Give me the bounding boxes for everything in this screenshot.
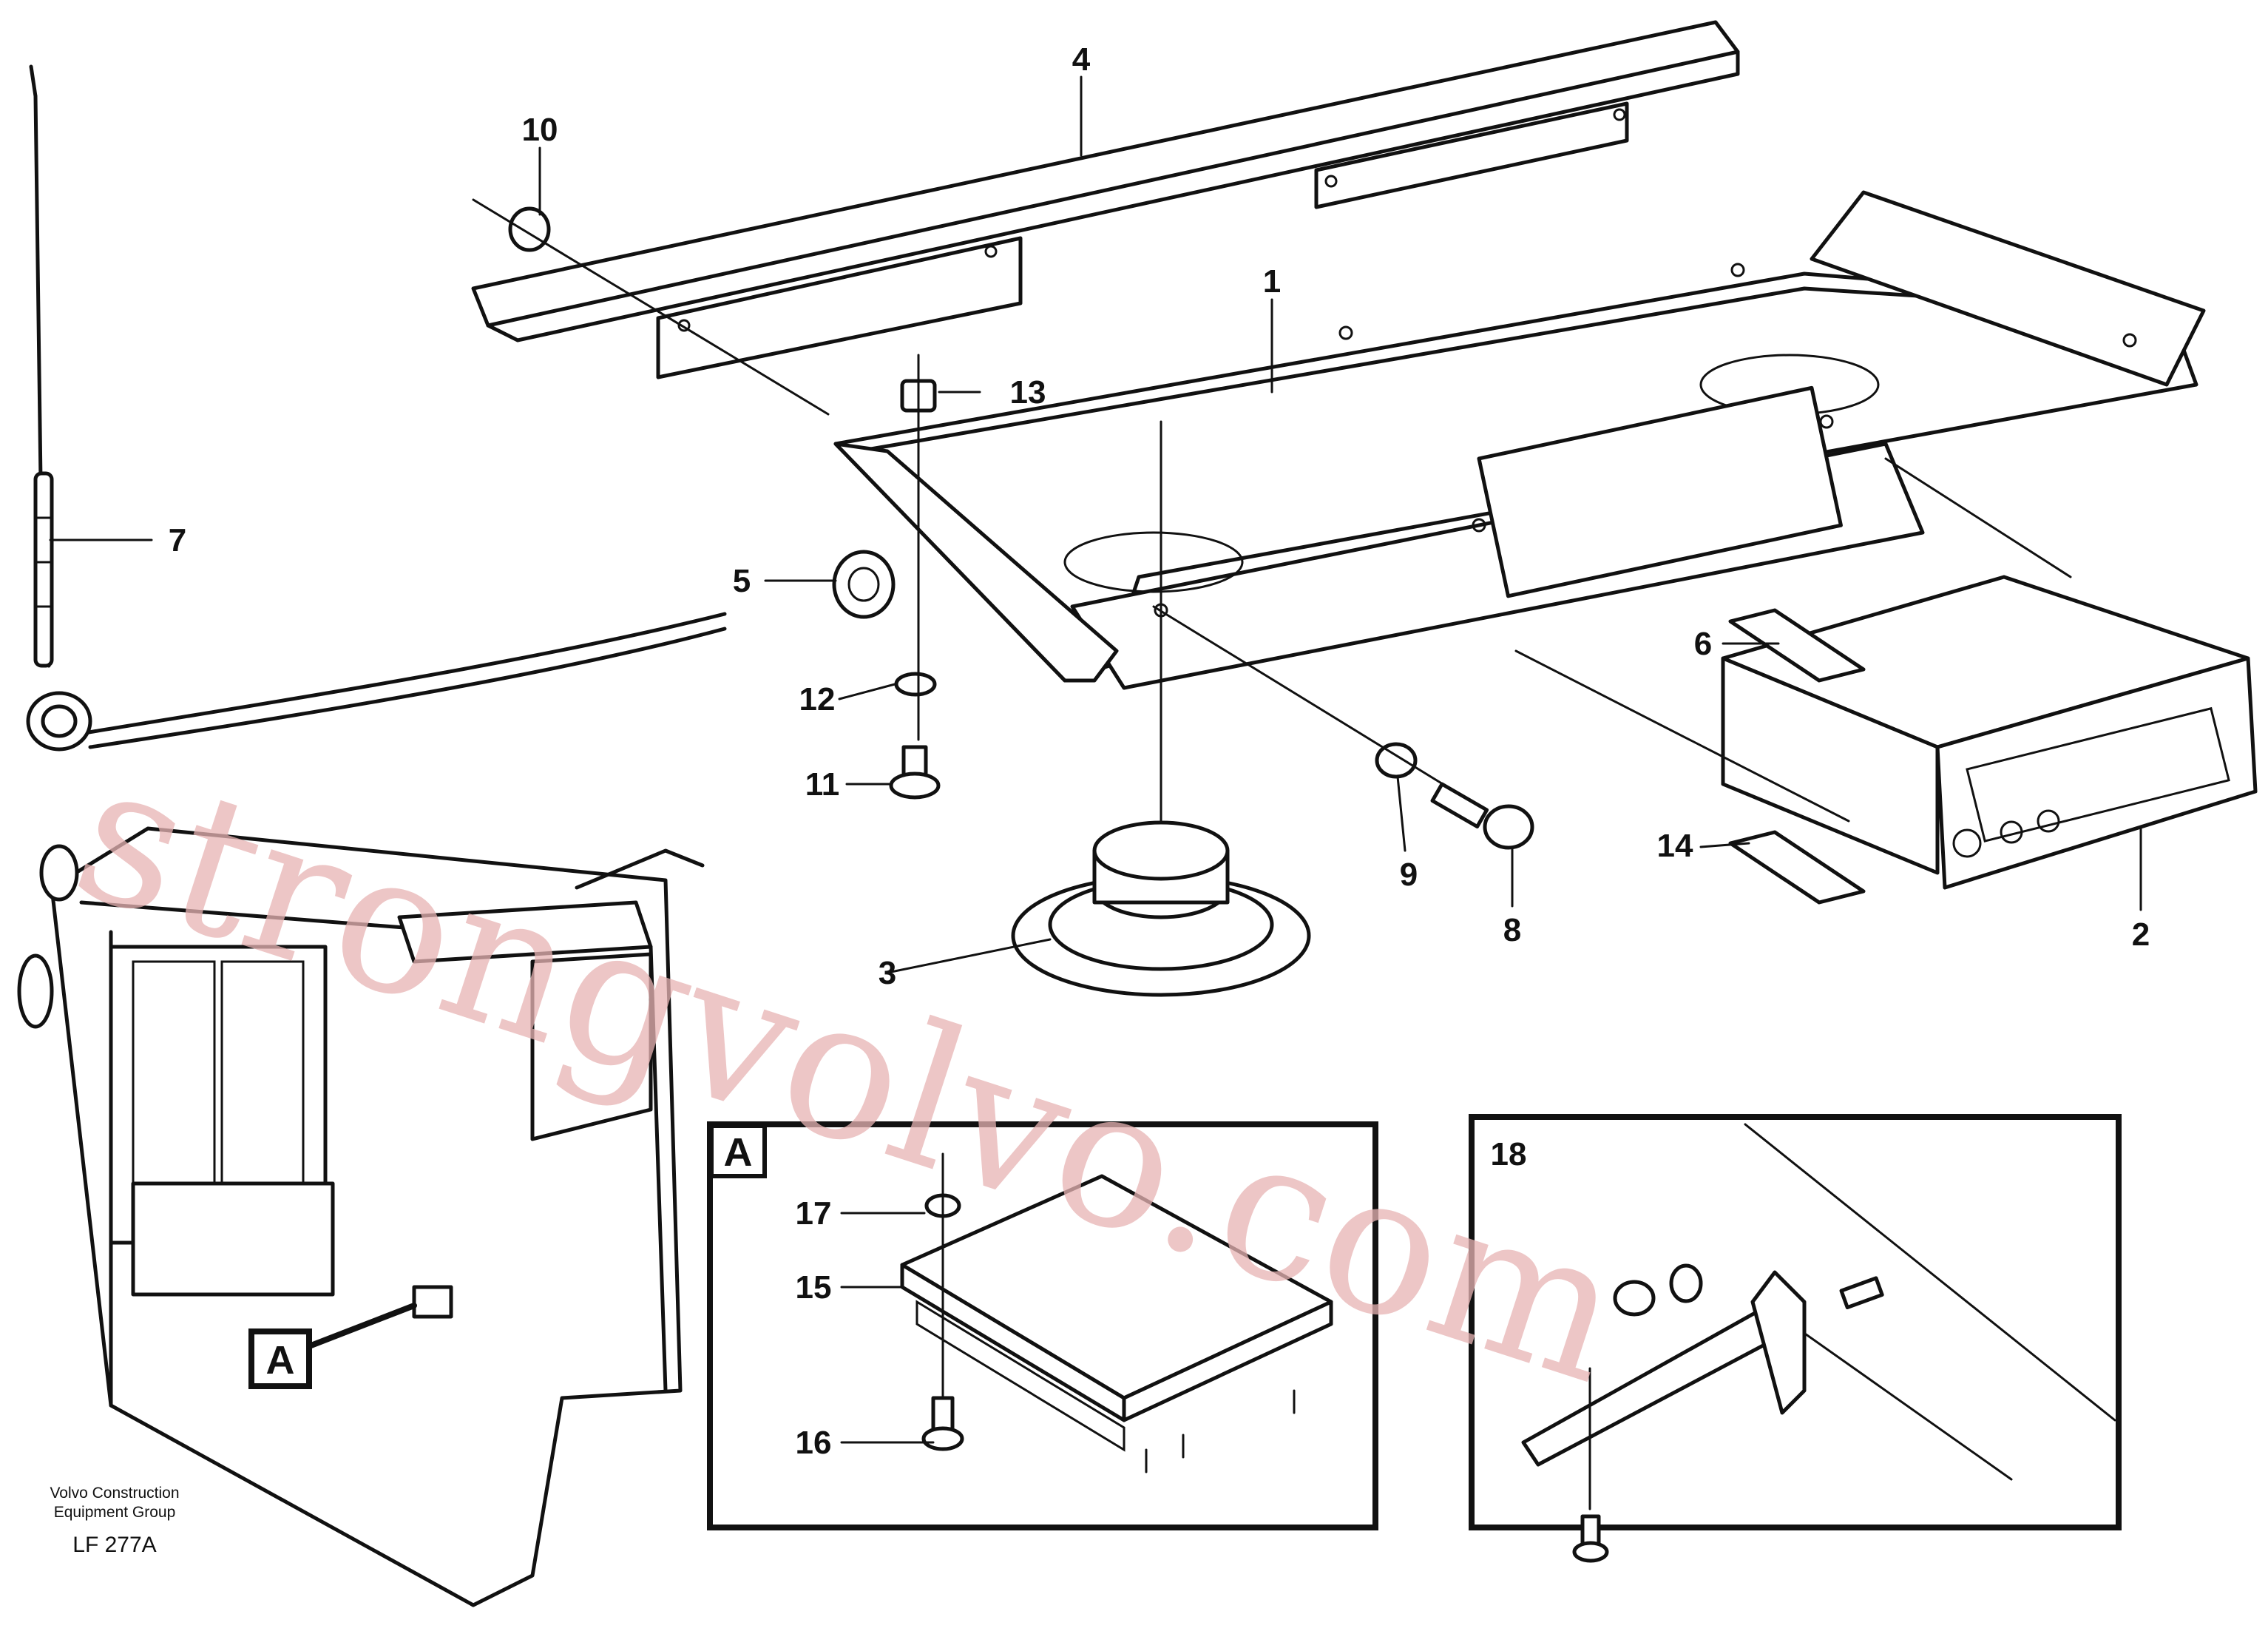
- axis-line-8: [1152, 605, 1480, 808]
- detail-a-box: A: [707, 1121, 1378, 1530]
- caption-line-2: Equipment Group: [54, 1504, 176, 1521]
- axis-line-14: [1514, 649, 1850, 823]
- antenna: [26, 64, 727, 752]
- cab-marker: A: [248, 1303, 417, 1389]
- callout-leaders: [49, 75, 2142, 1444]
- pad-lower: [1728, 830, 1866, 905]
- callout-12: 12: [799, 681, 836, 718]
- detail-18-box: [1469, 1114, 2122, 1563]
- grommet-5: [832, 550, 896, 619]
- figure-caption: Volvo Construction Equipment Group LF 27…: [50, 1485, 179, 1557]
- detail-label: A: [724, 1130, 753, 1175]
- pad-upper: [1728, 608, 1866, 683]
- radio-unit: [1721, 575, 2258, 890]
- callout-7: 7: [169, 522, 186, 558]
- callout-3: 3: [879, 955, 896, 991]
- grommet-10: [508, 206, 551, 252]
- radio-console: [833, 190, 2206, 690]
- callout-10: 10: [522, 112, 558, 148]
- callout-17: 17: [796, 1195, 832, 1232]
- callout-11: 11: [805, 766, 840, 803]
- callout-15: 15: [796, 1269, 832, 1306]
- bracket-rail: [471, 20, 1740, 379]
- screw-11: [889, 745, 941, 800]
- speaker: [1011, 420, 1311, 997]
- callout-8: 8: [1503, 912, 1521, 948]
- figure-id: LF 277A: [72, 1533, 156, 1557]
- callout-2: 2: [2132, 916, 2150, 953]
- washer-9: [1375, 742, 1418, 779]
- callout-16: 16: [796, 1425, 832, 1461]
- axis-line-10: [472, 198, 830, 416]
- callout-6: 6: [1694, 626, 1712, 662]
- washer-12: [894, 672, 937, 697]
- callout-1: 1: [1263, 263, 1281, 300]
- callout-9: 9: [1400, 857, 1418, 893]
- callout-14: 14: [1657, 828, 1693, 864]
- screw-8: [1430, 782, 1534, 850]
- caption-line-1: Volvo Construction: [50, 1485, 179, 1502]
- cab: [17, 826, 705, 1607]
- axis-line-2: [1884, 457, 2072, 578]
- cab-marker-label: A: [266, 1338, 295, 1382]
- callout-13: 13: [1010, 374, 1046, 411]
- callout-4: 4: [1072, 41, 1091, 78]
- callout-5: 5: [733, 563, 751, 599]
- callout-labels: 1 2 3 4 5 6 7 8 9 10 11 12 13 14 15 16 1…: [169, 41, 2150, 1461]
- callout-18: 18: [1491, 1136, 1527, 1172]
